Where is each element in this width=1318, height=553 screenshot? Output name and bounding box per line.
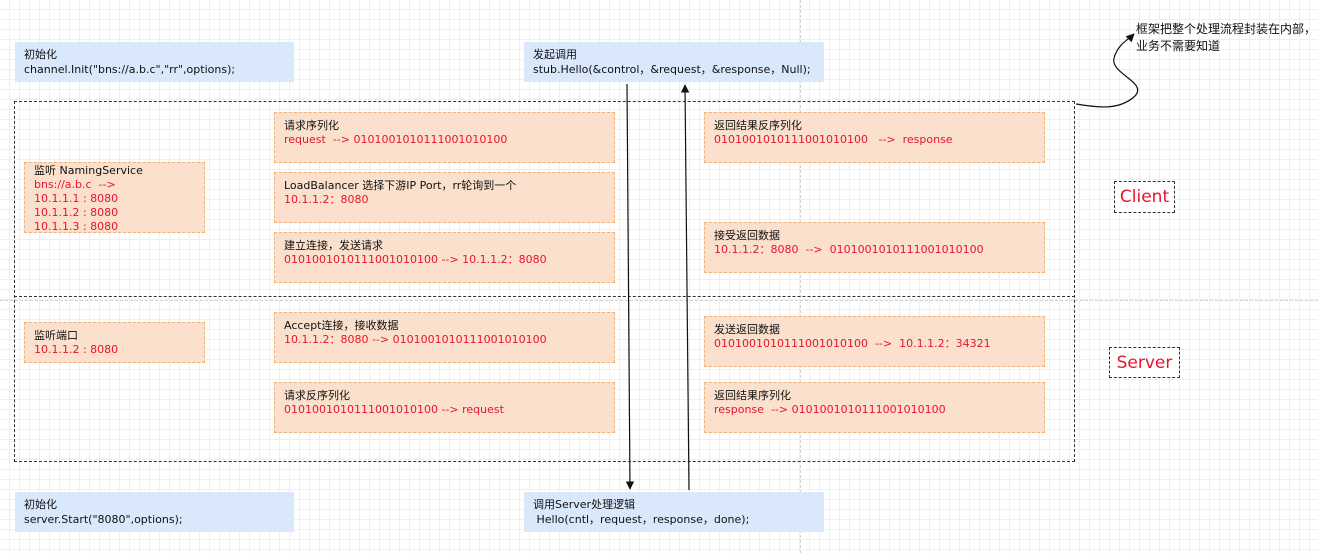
send-response-title: 发送返回数据 [714, 323, 780, 336]
response-serialize-box[interactable]: 返回结果序列化 response --> 0101001010111001010… [704, 382, 1045, 433]
connect-send-title: 建立连接，发送请求 [284, 239, 383, 252]
server-label: Server [1109, 347, 1180, 378]
naming-service-line: 10.1.1.3 : 8080 [34, 220, 119, 233]
request-deserialize-detail: 0101001010111001010100 --> request [284, 403, 504, 416]
response-deserialize-box[interactable]: 返回结果反序列化 0101001010111001010100 --> resp… [704, 112, 1045, 163]
response-deserialize-detail: 0101001010111001010100 --> response [714, 133, 953, 146]
client-label: Client [1114, 181, 1175, 213]
client-init-code: channel.Init("bns://a.b.c","rr",options)… [24, 63, 236, 76]
load-balancer-box[interactable]: LoadBalancer 选择下游IP Port，rr轮询到一个 10.1.1.… [274, 172, 615, 223]
note-curve-arrow [1075, 33, 1139, 108]
naming-service-line: bns://a.b.c --> [34, 178, 116, 191]
listen-port-detail: 10.1.1.2 : 8080 [34, 343, 119, 356]
request-serialize-title: 请求序列化 [284, 119, 339, 132]
listen-port-box[interactable]: 监听端口 10.1.1.2 : 8080 [24, 322, 205, 363]
receive-response-detail: 10.1.1.2：8080 --> 0101001010111001010100 [714, 243, 984, 256]
server-init-code: server.Start("8080",options); [24, 513, 183, 526]
naming-service-box[interactable]: 监听 NamingService bns://a.b.c --> 10.1.1.… [24, 162, 205, 233]
client-init-title: 初始化 [24, 48, 57, 61]
send-response-detail: 0101001010111001010100 --> 10.1.1.2：3432… [714, 337, 991, 350]
request-deserialize-title: 请求反序列化 [284, 389, 350, 402]
accept-connection-detail: 10.1.1.2：8080 --> 0101001010111001010100 [284, 333, 547, 346]
accept-connection-box[interactable]: Accept连接，接收数据 10.1.1.2：8080 --> 01010010… [274, 312, 615, 363]
client-server-divider [14, 296, 1075, 297]
naming-service-line: 10.1.1.2 : 8080 [34, 206, 119, 219]
naming-service-line: 10.1.1.1 : 8080 [34, 192, 119, 205]
load-balancer-title: LoadBalancer 选择下游IP Port，rr轮询到一个 [284, 179, 517, 192]
request-serialize-box[interactable]: 请求序列化 request --> 0101001010111001010100 [274, 112, 615, 163]
naming-service-title: 监听 NamingService [34, 164, 143, 177]
response-deserialize-title: 返回结果反序列化 [714, 119, 802, 132]
call-down-arrow [625, 83, 635, 490]
server-init-title: 初始化 [24, 498, 57, 511]
client-call-code: stub.Hello(&control，&request，&response，N… [533, 63, 811, 76]
server-init-box[interactable]: 初始化 server.Start("8080",options); [15, 492, 294, 532]
server-call-box[interactable]: 调用Server处理逻辑 Hello(cntl，request，response… [524, 492, 824, 532]
listen-port-title: 监听端口 [34, 329, 78, 342]
load-balancer-detail: 10.1.1.2：8080 [284, 193, 369, 206]
guide-line-horizontal [0, 300, 1318, 301]
guide-line-vertical [800, 0, 801, 553]
framework-note: 框架把整个处理流程封装在内部，业务不需要知道 [1136, 22, 1317, 53]
receive-response-title: 接受返回数据 [714, 229, 780, 242]
server-call-code: Hello(cntl，request，response，done); [533, 513, 750, 526]
response-serialize-title: 返回结果序列化 [714, 389, 791, 402]
receive-response-box[interactable]: 接受返回数据 10.1.1.2：8080 --> 010100101011100… [704, 222, 1045, 273]
client-call-box[interactable]: 发起调用 stub.Hello(&control，&request，&respo… [524, 42, 824, 82]
connect-send-box[interactable]: 建立连接，发送请求 0101001010111001010100 --> 10.… [274, 232, 615, 283]
request-serialize-detail: request --> 0101001010111001010100 [284, 133, 508, 146]
send-response-box[interactable]: 发送返回数据 0101001010111001010100 --> 10.1.1… [704, 316, 1045, 367]
return-up-arrow [680, 84, 690, 491]
client-call-title: 发起调用 [533, 48, 577, 61]
connect-send-detail: 0101001010111001010100 --> 10.1.1.2：8080 [284, 253, 547, 266]
server-call-title: 调用Server处理逻辑 [533, 498, 636, 511]
response-serialize-detail: response --> 0101001010111001010100 [714, 403, 946, 416]
accept-connection-title: Accept连接，接收数据 [284, 319, 399, 332]
request-deserialize-box[interactable]: 请求反序列化 0101001010111001010100 --> reques… [274, 382, 615, 433]
client-init-box[interactable]: 初始化 channel.Init("bns://a.b.c","rr",opti… [15, 42, 294, 82]
framework-container [14, 101, 1075, 462]
